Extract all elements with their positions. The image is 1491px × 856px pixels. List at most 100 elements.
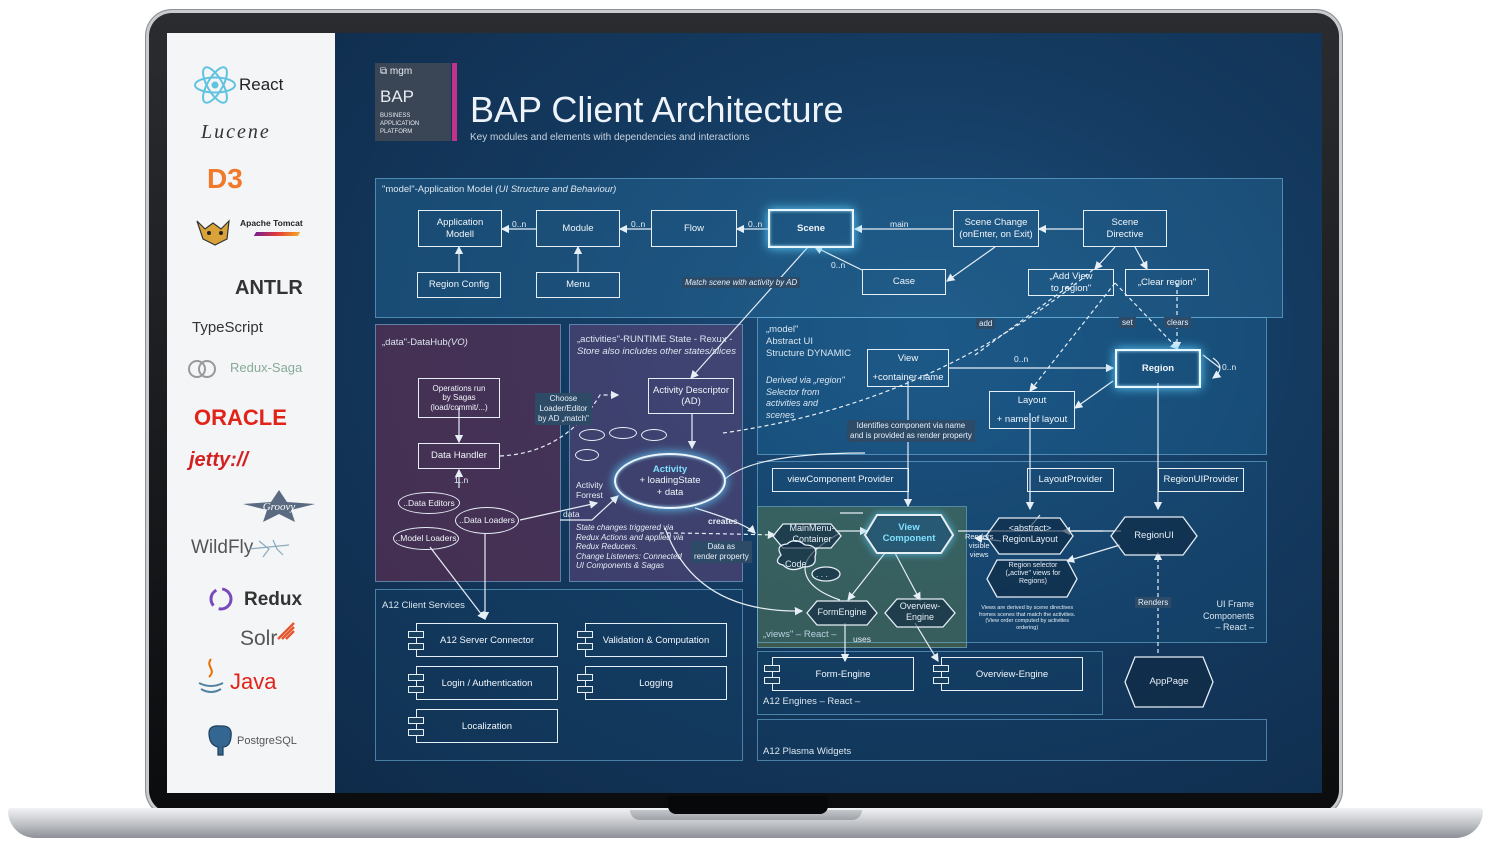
node-scene-directive: Scene Directive <box>1083 210 1167 247</box>
laptop-screen: React Lucene D3 Apache Tomcat ANTLR Type… <box>167 33 1322 793</box>
postgresql-logo: PostgreSQL <box>203 723 297 762</box>
mgm-label: mgm <box>389 66 413 77</box>
activity-state: + loadingState + data <box>639 475 701 498</box>
apache-feather-icon <box>253 232 301 236</box>
form-engine-label: Form-Engine <box>815 668 871 680</box>
component-logging: Logging <box>577 666 727 700</box>
java-logo: Java <box>195 657 276 702</box>
app-page-label: AppPage <box>1149 676 1189 687</box>
ui-frame-label: UI Frame Components – React – <box>1203 599 1255 633</box>
node-case: Case <box>862 269 946 295</box>
java-cup-icon <box>198 658 224 693</box>
component-localization: Localization <box>408 709 558 743</box>
tomcat-cat-icon <box>196 219 230 246</box>
abstract-ui-note: Derived via „region" Selector from activ… <box>766 375 845 421</box>
node-scene: Scene <box>768 209 854 248</box>
solr-sun-icon <box>277 622 295 640</box>
wildfly-label: WildFly <box>191 537 254 558</box>
set-label: set <box>1119 317 1136 328</box>
mgm-logo: ⧉ mgm <box>380 66 412 77</box>
node-layout-provider: LayoutProvider <box>1027 468 1114 492</box>
add-label: add <box>976 318 996 329</box>
region-self-loop <box>1212 357 1222 379</box>
clears-label: clears <box>1164 317 1192 328</box>
node-view: View +container name <box>867 349 949 387</box>
wildfly-logo: WildFly <box>191 537 289 559</box>
laptop-notch <box>668 796 828 814</box>
redux-icon <box>209 587 233 611</box>
node-module: Module <box>536 210 620 247</box>
multiplicity-label: 0..n <box>1014 354 1029 364</box>
main-label: main <box>890 219 909 229</box>
oracle-logo: ORACLE <box>194 405 287 430</box>
overview-engine-label: Overview-Engine <box>975 668 1049 680</box>
redux-label: Redux <box>244 589 303 610</box>
region-selector-hexagon <box>986 559 1078 598</box>
multiplicity-label: 0..n <box>831 260 846 270</box>
multiplicity-label: 0..n <box>631 219 646 229</box>
redux-saga-label: Redux-Saga <box>230 360 303 375</box>
views-label: „views" – React – <box>763 629 837 640</box>
client-services-panel <box>375 589 743 761</box>
hexagon-shapes <box>772 514 1214 708</box>
state-changes-note: State changes triggered via Redux Action… <box>576 523 684 571</box>
multiplicity-label: 0..n <box>1222 362 1237 372</box>
node-region-ui-provider: RegionUIProvider <box>1158 468 1244 492</box>
view-component-label: View Component <box>882 522 936 545</box>
abstract-layout-label: <abstract> RegionLayout <box>1002 523 1058 544</box>
uses-label: uses <box>853 634 871 644</box>
architecture-diagram: ⧉ mgm BAP BUSINESS APPLICATION PLATFORM … <box>335 33 1322 793</box>
activity-forrest-bubble <box>609 427 637 439</box>
component-login: Login / Authentication <box>408 666 558 700</box>
activity-forrest-label: Activity Forrest <box>576 480 603 501</box>
overview-engine-hexagon <box>884 598 956 628</box>
code-cloud <box>776 540 817 571</box>
node-layout: Layout + name of layout <box>989 391 1075 429</box>
node-activity-descriptor: Activity Descriptor (AD) <box>648 378 734 414</box>
localization-label: Localization <box>461 720 513 732</box>
activity-forrest-bubble <box>575 449 599 461</box>
app-page-hexagon <box>1124 656 1214 708</box>
groovy-logo: Groovy <box>241 488 317 529</box>
brand-line-2: APPLICATION <box>380 121 420 127</box>
form-engine-hexagon <box>806 600 878 626</box>
multiplicity-label: 0..n <box>748 219 763 229</box>
node-activity: Activity + loadingState + data <box>614 453 726 509</box>
node-data-editors: ..Data Editors <box>398 492 460 514</box>
wildfly-dragonfly-icon <box>249 539 289 558</box>
groovy-label: Groovy <box>263 501 296 513</box>
antlr-logo: ANTLR <box>235 277 303 299</box>
node-operations-run: Operations run by Sagas (load/commit/...… <box>418 378 500 418</box>
node-view-component-provider: viewComponent Provider <box>772 468 909 492</box>
plasma-widgets-label: A12 Plasma Widgets <box>763 746 852 757</box>
node-model-loaders: ..Model Loaders <box>393 527 459 550</box>
tomcat-label: Apache Tomcat <box>240 218 303 228</box>
engines-panel <box>757 651 1103 715</box>
typescript-logo: TypeScript <box>192 319 263 336</box>
node-add-view: „Add View to region" <box>1028 269 1114 296</box>
laptop-groove <box>630 810 862 820</box>
activity-forrest-bubble <box>641 429 667 441</box>
main-menu-container-label: MainMenu- Container <box>789 523 835 544</box>
code-label: Code <box>785 559 807 569</box>
brand-accent-bar <box>452 63 457 141</box>
postgresql-elephant-icon <box>208 725 232 756</box>
renders-label: Renders <box>1135 597 1172 608</box>
react-logo: React <box>193 65 283 110</box>
component-a12-server-connector: A12 Server Connector <box>408 623 558 657</box>
match-scene-label: Match scene with activity by AD <box>682 277 801 288</box>
model-panel <box>375 178 1283 318</box>
engines-label: A12 Engines – React – <box>763 696 861 707</box>
region-ui-label: RegionUI <box>1134 530 1174 541</box>
activities-label: „activities"-RUNTIME State - Rexux -Stor… <box>577 334 736 357</box>
redux-saga-logo: Redux-Saga <box>187 357 302 386</box>
groovy-star-icon: Groovy <box>243 490 315 522</box>
solr-label: Solr <box>240 627 278 650</box>
logging-label: Logging <box>639 677 673 689</box>
node-region: Region <box>1115 349 1201 388</box>
solr-logo: Solr <box>240 622 295 651</box>
node-region-config: Region Config <box>417 272 501 298</box>
node-scene-change: Scene Change (onEnter, on Exit) <box>953 210 1039 247</box>
region-selector-label: Region selector („active" views for Regi… <box>1005 562 1061 586</box>
page-subtitle: Key modules and elements with dependenci… <box>470 132 750 143</box>
